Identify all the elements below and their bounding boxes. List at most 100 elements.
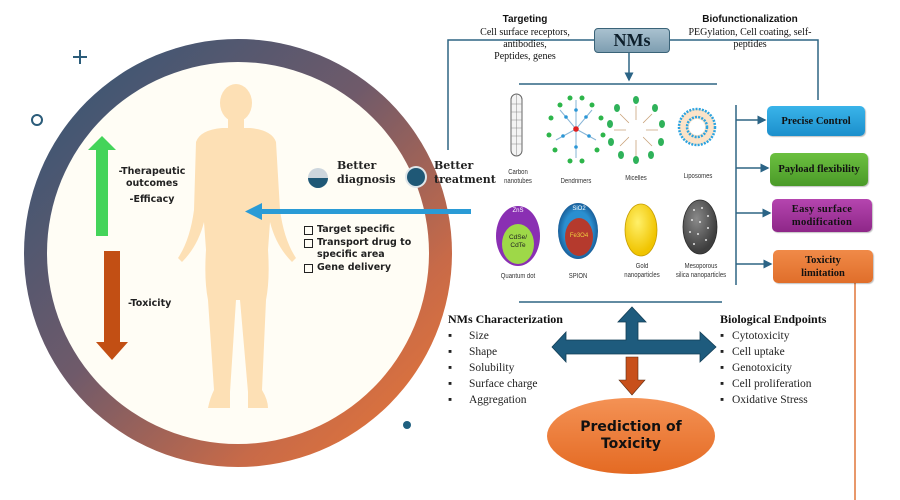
up-label-line: -Therapeutic [118,166,186,177]
micelles-label: Micelles [625,175,647,182]
better-line: diagnosis [337,173,396,186]
plus-decoration-icon [73,50,87,64]
spion-core-text: Fe3O4 [569,233,589,239]
human-body-silhouette [178,84,296,408]
characterization-item: ▪Surface charge [448,378,538,390]
up-label-line: outcomes [126,178,178,189]
micelle-illustration [607,96,665,164]
checklist-text: Gene delivery [317,261,392,273]
item-text: Cytotoxicity [732,330,790,342]
biofunctionalization-line: peptides [733,39,767,50]
treatment-icon [405,166,427,188]
increase-arrow-icon [88,136,116,236]
characterization-item: ▪Aggregation [448,394,527,406]
np-label-line: silica nanoparticles [675,272,727,279]
liposomes-label: Liposomes [683,173,713,180]
prediction-line: Prediction of [580,419,682,435]
targeting-details: Cell surface receptors, antibodies, Pept… [470,27,580,63]
dendrimers-label: Dendrimers [560,178,592,185]
checklist-item: Gene delivery [304,262,414,275]
dendrimer-illustration [546,95,606,164]
precise-control-box: Precise Control [767,106,865,136]
characterization-title: NMs Characterization [448,312,563,326]
diagnosis-icon [308,168,328,188]
toxicity-decrease-label: -Toxicity [128,298,172,309]
dot-decoration-icon [403,421,411,429]
carbon-nanotubes-label: Carbon nanotubes [499,168,536,186]
checkbox-icon [304,238,313,248]
endpoints-title: Biological Endpoints [720,312,827,326]
item-text: Solubility [469,362,515,374]
targeting-line: Cell surface receptors, [480,27,570,38]
prediction-ellipse [547,398,715,474]
circle-decoration-icon [31,114,43,126]
endpoint-item: ▪Oxidative Stress [720,394,808,406]
np-label-line: Carbon [508,169,528,176]
spion-shell-text: SiO2 [572,206,586,212]
nms-node: NMs [594,28,670,53]
gold-nanoparticles-label: Gold nanoparticles [618,262,666,280]
better-line: Better [434,159,474,172]
quantum-dot-label: Quantum dot [500,273,536,280]
better-diagnosis-label: Better diagnosis [337,159,396,187]
endpoint-item: ▪Genotoxicity [720,362,793,374]
item-text: Aggregation [469,394,527,406]
better-line: treatment [434,173,496,186]
payload-flexibility-box: Payload flexibility [770,153,868,186]
endpoints-section: Biological Endpoints ▪Cytotoxicity ▪Cell… [720,312,826,408]
np-label-line: Mesoporous [684,263,718,270]
checklist-item: Transport drug to specific area [304,237,414,262]
checkbox-icon [304,263,313,273]
liposome-illustration [677,107,717,147]
mesoporous-silica-illustration [682,199,718,255]
quantum-dot-illustration [496,206,540,266]
item-text: Cell uptake [732,346,785,358]
characterization-section: NMs Characterization ▪Size ▪Shape ▪Solub… [448,312,563,408]
checklist-item: Target specific [304,224,414,237]
prediction-line: Toxicity [600,436,662,452]
up-label-line: -Efficacy [129,194,175,205]
benefits-checklist: Target specific Transport drug to specif… [304,224,414,274]
characterization-list: ▪Size ▪Shape ▪Solubility ▪Surface charge… [448,328,563,408]
checkbox-icon [304,226,313,235]
carbon-nanotube-illustration [510,93,523,157]
spion-label: SPION [568,273,588,280]
therapeutic-outcomes-label: -Therapeutic outcomes -Efficacy [116,166,188,206]
characterization-item: ▪Size [448,330,489,342]
gold-nanoparticle-illustration [624,203,658,257]
endpoint-item: ▪Cytotoxicity [720,330,790,342]
delivery-arrow-icon [245,203,471,220]
quantum-dot-shell-text: ZnS [512,208,524,214]
nms-connector-lines [447,39,819,150]
spion-illustration [558,203,598,259]
endpoint-item: ▪Cell proliferation [720,378,812,390]
core-text-line: CdTe [510,242,526,249]
np-label-line: Gold [635,263,649,270]
prediction-of-toxicity-label: Prediction of Toxicity [561,419,701,453]
targeting-title: Targeting [502,14,548,25]
np-label-line: nanotubes [504,178,532,185]
decrease-arrow-icon [96,251,128,360]
down-arrow-to-prediction-icon [618,356,646,396]
core-text-line: CdSe/ [508,234,528,241]
item-text: Genotoxicity [732,362,793,374]
characterization-item: ▪Shape [448,346,498,358]
better-treatment-label: Better treatment [434,159,496,187]
quantum-dot-core-text: CdSe/ CdTe [504,234,532,250]
mesoporous-silica-label: Mesoporous silica nanoparticles [673,262,729,280]
checklist-text: Transport drug to specific area [317,236,412,261]
item-text: Surface charge [469,378,538,390]
characterization-item: ▪Solubility [448,362,515,374]
biofunctionalization-title: Biofunctionalization [702,14,798,25]
endpoint-item: ▪Cell uptake [720,346,785,358]
item-text: Cell proliferation [732,378,812,390]
properties-bracket [735,105,773,285]
checklist-text: Target specific [317,224,395,235]
item-text: Shape [469,346,498,358]
item-text: Oxidative Stress [732,394,808,406]
biofunctionalization-line: PEGylation, Cell coating, self- [688,27,812,38]
biofunctionalization-details: PEGylation, Cell coating, self- peptides [672,27,828,51]
item-text: Size [469,330,489,342]
targeting-line: Peptides, genes [494,51,556,62]
